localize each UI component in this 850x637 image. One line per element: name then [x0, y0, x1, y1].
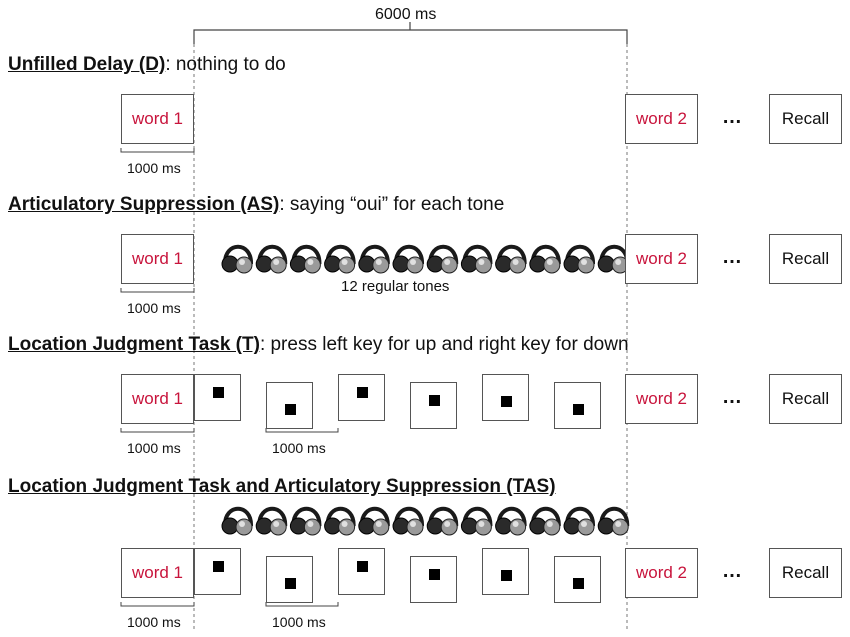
section-tas-tone-4-headphones-icon	[324, 506, 356, 536]
section-t-word1: word 1	[131, 389, 184, 408]
section-as-tone-4-headphones-icon	[324, 244, 356, 274]
section-as-tone-8-headphones-icon	[460, 244, 493, 274]
section-as-word1: word 1	[131, 249, 184, 268]
section-tas-tone-11-headphones-icon	[563, 506, 596, 536]
section-tas-location-square-2-black-square-icon	[285, 578, 296, 589]
section-tas-location-square-3-black-square-icon	[357, 561, 368, 572]
section-d-recall: Recall	[781, 109, 830, 128]
section-tas-tone-1-headphones-icon	[221, 506, 254, 536]
section-d-duration-bracket	[120, 148, 195, 153]
section-as-tone-11-headphones-icon	[563, 244, 596, 274]
section-tas-tone-10-headphones-icon	[529, 506, 561, 536]
section-t-word2-box: word 2	[625, 374, 698, 424]
section-as-recall-box: Recall	[769, 234, 842, 284]
section-as-tone-5-headphones-icon	[358, 244, 390, 274]
total-duration-label: 6000 ms	[375, 6, 437, 23]
section-t-location-square-6-black-square-icon	[573, 404, 584, 415]
section-d-description: : nothing to do	[165, 54, 286, 75]
section-tas-title: Location Judgment Task and Articulatory …	[8, 476, 556, 497]
section-tas-word1-box: word 1	[121, 548, 194, 598]
section-d-word2: word 2	[635, 109, 688, 128]
section-tas-duration-square: 1000 ms	[272, 614, 326, 630]
section-t-word2: word 2	[635, 389, 688, 408]
section-tas-location-square-1-black-square-icon	[213, 561, 224, 572]
section-d-word1: word 1	[131, 109, 184, 128]
section-as-tones-caption: 12 regular tones	[341, 278, 450, 295]
section-tas-title-row: Location Judgment Task and Articulatory …	[8, 476, 556, 498]
section-t-duration-square: 1000 ms	[272, 440, 326, 456]
section-tas-location-square-5-black-square-icon	[501, 570, 512, 581]
section-as-tone-6-headphones-icon	[392, 244, 425, 274]
total-duration-bracket	[193, 29, 628, 44]
section-tas-tone-12-headphones-icon	[597, 506, 630, 536]
section-as-duration-bracket	[120, 288, 195, 293]
section-t-duration-bracket-square	[265, 428, 339, 433]
section-d-duration: 1000 ms	[127, 160, 181, 176]
section-as-tone-2-headphones-icon	[255, 244, 288, 274]
section-as-title: Articulatory Suppression (AS)	[8, 194, 280, 215]
section-as-word2-box: word 2	[625, 234, 698, 284]
section-as-recall: Recall	[781, 249, 830, 268]
section-d-title: Unfilled Delay (D)	[8, 54, 166, 75]
section-tas-tone-6-headphones-icon	[392, 506, 425, 536]
section-t-word1-box: word 1	[121, 374, 194, 424]
section-tas-tone-8-headphones-icon	[460, 506, 493, 536]
section-as-tone-9-headphones-icon	[495, 244, 527, 274]
section-t-title-row: Location Judgment Task (T): press left k…	[8, 334, 629, 356]
section-tas-location-square-4-black-square-icon	[429, 569, 440, 580]
section-as-word1-box: word 1	[121, 234, 194, 284]
section-t-location-square-4-black-square-icon	[429, 395, 440, 406]
section-as-duration: 1000 ms	[127, 300, 181, 316]
section-d-recall-box: Recall	[769, 94, 842, 144]
section-tas-ellipsis: …	[722, 560, 743, 582]
section-t-location-square-2-black-square-icon	[285, 404, 296, 415]
section-tas-word1: word 1	[131, 563, 184, 582]
section-d-word2-box: word 2	[625, 94, 698, 144]
section-as-description: : saying “oui” for each tone	[279, 194, 505, 215]
section-tas-tone-3-headphones-icon	[289, 506, 322, 536]
section-d-title-row: Unfilled Delay (D): nothing to do	[8, 54, 286, 76]
section-tas-duration-word: 1000 ms	[127, 614, 181, 630]
section-t-duration-bracket-word	[120, 428, 195, 433]
section-as-tone-10-headphones-icon	[529, 244, 561, 274]
section-t-duration-word: 1000 ms	[127, 440, 181, 456]
section-t-location-square-1-black-square-icon	[213, 387, 224, 398]
section-d-word1-box: word 1	[121, 94, 194, 144]
section-tas-tone-9-headphones-icon	[495, 506, 527, 536]
section-tas-duration-bracket-square	[265, 602, 339, 607]
section-tas-duration-bracket-word	[120, 602, 195, 607]
section-as-tone-7-headphones-icon	[426, 244, 459, 274]
section-tas-location-square-6-black-square-icon	[573, 578, 584, 589]
section-t-location-square-3-black-square-icon	[357, 387, 368, 398]
section-d-ellipsis: …	[722, 106, 743, 128]
section-tas-tone-2-headphones-icon	[255, 506, 288, 536]
section-as-tone-1-headphones-icon	[221, 244, 254, 274]
section-tas-tone-7-headphones-icon	[426, 506, 459, 536]
section-tas-recall-box: Recall	[769, 548, 842, 598]
section-t-ellipsis: …	[722, 386, 743, 408]
section-t-recall: Recall	[781, 389, 830, 408]
section-t-description: : press left key for up and right key fo…	[259, 334, 629, 355]
section-as-tone-3-headphones-icon	[289, 244, 322, 274]
section-tas-recall: Recall	[781, 563, 830, 582]
section-t-title: Location Judgment Task (T)	[8, 334, 260, 355]
section-as-title-row: Articulatory Suppression (AS): saying “o…	[8, 194, 504, 216]
section-tas-tone-5-headphones-icon	[358, 506, 390, 536]
section-t-recall-box: Recall	[769, 374, 842, 424]
section-tas-word2-box: word 2	[625, 548, 698, 598]
section-tas-word2: word 2	[635, 563, 688, 582]
section-as-ellipsis: …	[722, 246, 743, 268]
section-t-location-square-5-black-square-icon	[501, 396, 512, 407]
section-as-word2: word 2	[635, 249, 688, 268]
section-as-tone-12-headphones-icon	[597, 244, 630, 274]
